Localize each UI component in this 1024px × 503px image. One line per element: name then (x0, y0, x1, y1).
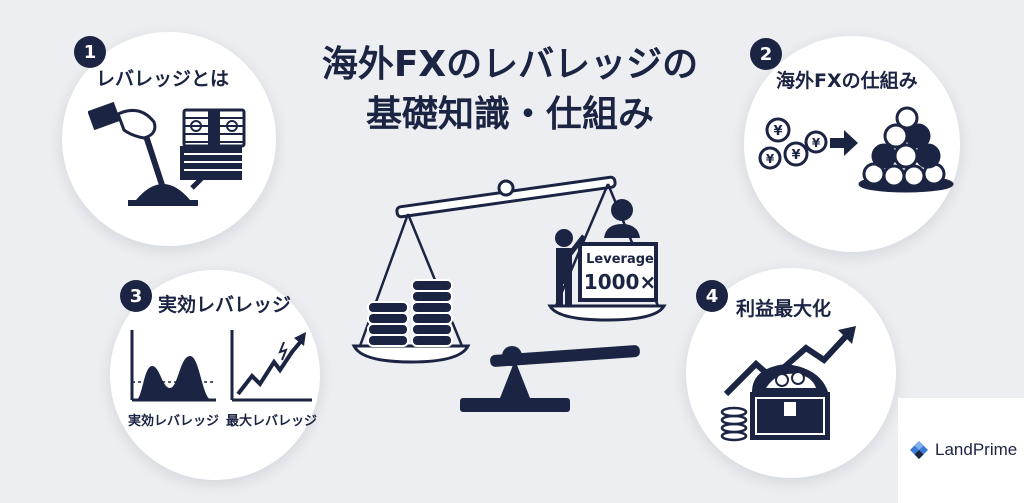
max-leverage-chart-icon (230, 330, 312, 402)
right-pan-icon (547, 304, 667, 322)
treasure-chest-illustration (720, 326, 856, 442)
logo-text: LandPrime (935, 440, 1018, 459)
left-coin-stacks-icon (367, 279, 453, 347)
coin-symbol-1: ¥ (773, 124, 782, 139)
left-pan-icon (351, 344, 471, 364)
landprime-logo: LandPrime (909, 440, 1017, 460)
scale-stand-icon (460, 345, 640, 412)
section-4-label: 利益最大化 (736, 298, 832, 320)
coins-to-globes-illustration: ¥ ¥ ¥ ¥ (758, 106, 954, 193)
section-2-number-badge: 2 (750, 38, 782, 70)
lever-rod-icon (143, 133, 166, 191)
coin-symbol-2: ¥ (791, 148, 800, 163)
leverage-charts-illustration (130, 330, 312, 402)
section-1-label: レバレッジとは (96, 68, 230, 90)
lever-base-icon (128, 200, 198, 206)
yen-coins-icon (758, 117, 828, 170)
presenter-icon (555, 229, 586, 306)
leverage-sign-line-1: Leverage (586, 252, 654, 267)
coin-symbol-3: ¥ (766, 152, 775, 166)
effective-leverage-sublabel: 実効レバレッジ (128, 414, 220, 429)
leverage-sign-line-2: 1000× (583, 270, 657, 294)
section-3-number-badge: 3 (120, 280, 152, 312)
coin-stack-icon (720, 406, 748, 442)
effective-leverage-chart-icon (130, 330, 216, 402)
lever-dome-icon (136, 184, 190, 200)
leverage-sign-board (578, 242, 658, 302)
treasure-chest-icon (750, 364, 830, 440)
cash-stack-icon (180, 108, 246, 180)
main-title: 海外FXのレバレッジの 基礎知識・仕組み (300, 40, 720, 140)
section-2-label: 海外FXの仕組み (776, 70, 918, 92)
growth-arrow-icon (723, 331, 851, 397)
landprime-logo-icon (910, 441, 928, 459)
scale-beam-icon (395, 175, 617, 219)
balance-scale-illustration (351, 175, 667, 412)
section-4-number-badge: 4 (696, 280, 728, 312)
hand-icon (88, 101, 157, 140)
businessman-icon (604, 199, 640, 238)
max-leverage-sublabel: 最大レバレッジ (226, 414, 318, 429)
right-arrow-icon (830, 130, 858, 156)
lever-and-cash-illustration (88, 101, 246, 206)
title-line-1: 海外FXのレバレッジの (321, 44, 699, 85)
title-line-2: 基礎知識・仕組み (365, 94, 654, 135)
coin-symbol-4: ¥ (812, 136, 821, 150)
globe-pile-icon (858, 106, 954, 193)
section-3-label: 実効レバレッジ (158, 294, 292, 316)
section-1-number-badge: 1 (74, 36, 106, 68)
